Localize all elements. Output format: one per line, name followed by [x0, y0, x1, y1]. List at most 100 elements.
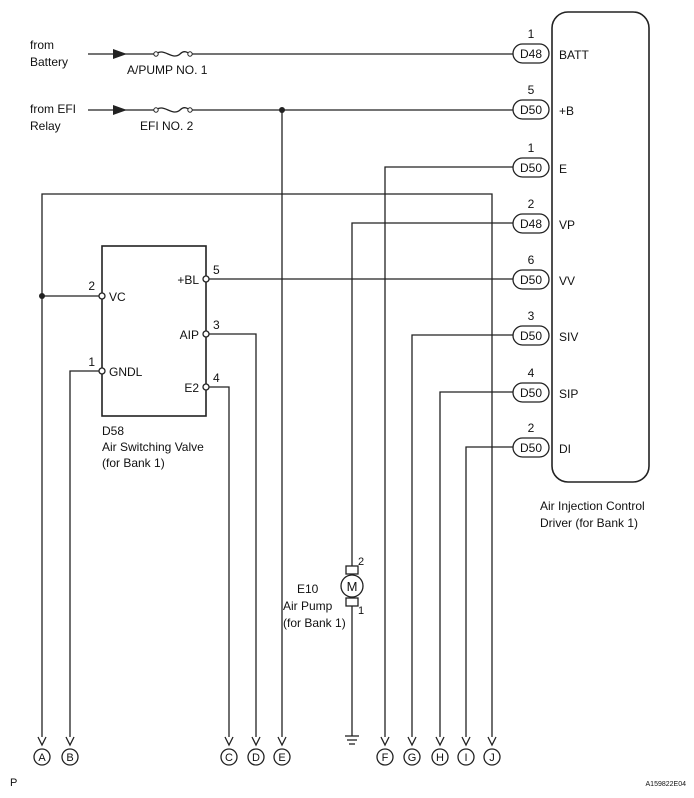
valve-pin-name: E2 — [184, 381, 199, 395]
driver-pin-number: 4 — [528, 366, 535, 380]
valve-pin-number: 3 — [213, 318, 220, 332]
wire-efi-b — [88, 107, 513, 113]
valve-pin-name: VC — [109, 290, 126, 304]
fuse-terminal-icon — [153, 51, 159, 57]
driver-pin-number: 2 — [528, 197, 535, 211]
terminal-letter: E — [278, 752, 285, 764]
terminal-letter: I — [464, 752, 467, 764]
valve-pin-name: +BL — [177, 273, 199, 287]
terminal-letter: C — [225, 752, 233, 764]
driver-pin-di: 2 D50 DI — [512, 421, 571, 458]
pump-pin-bottom: 1 — [358, 605, 364, 617]
terminal-f: F — [376, 736, 394, 766]
driver-pin-number: 1 — [528, 141, 535, 155]
pump-label-line2: (for Bank 1) — [283, 616, 346, 630]
fuse-terminal-icon — [187, 107, 193, 113]
driver-pin-vp: 2 D48 VP — [512, 197, 575, 234]
driver-pin-siv: 3 D50 SIV — [512, 309, 578, 346]
pump-pin-top: 2 — [358, 556, 364, 568]
pump-code: E10 — [297, 582, 319, 596]
terminal-i: I — [457, 736, 475, 766]
wire-battery-batt — [88, 51, 513, 57]
pin-circle — [202, 330, 210, 338]
pin-circle — [202, 275, 210, 283]
terminal-e: E — [273, 736, 291, 766]
wire-sip-to-h — [439, 391, 513, 737]
driver-pin-name: VV — [559, 274, 575, 288]
arrow-icon — [113, 105, 127, 115]
pin-circle — [98, 292, 106, 300]
figure-code: A159822E04 — [646, 781, 687, 788]
valve-pin-number: 2 — [88, 279, 95, 293]
valve-label-line2: (for Bank 1) — [102, 456, 165, 470]
source-efi-line2: Relay — [30, 119, 61, 133]
wire-di-to-i — [465, 446, 513, 737]
fuse-apump-label: A/PUMP NO. 1 — [127, 63, 208, 77]
driver-connector-code: D48 — [520, 47, 542, 61]
terminal-h: H — [431, 736, 449, 766]
driver-pin-number: 3 — [528, 309, 535, 323]
terminal-letter: G — [408, 752, 417, 764]
valve-label-line1: Air Switching Valve — [102, 440, 204, 454]
driver-connector-code: D50 — [520, 103, 542, 117]
wire-a-to-j — [41, 193, 493, 737]
driver-pin-e: 1 D50 E — [512, 141, 567, 178]
driver-connector-code: D48 — [520, 217, 542, 231]
pump-label-line1: Air Pump — [283, 599, 333, 613]
driver-pin-name: SIP — [559, 387, 578, 401]
pin-circle — [98, 367, 106, 375]
driver-pin-name: E — [559, 162, 567, 176]
driver-pin-name: BATT — [559, 48, 589, 62]
motor-icon — [340, 565, 364, 607]
terminal-letter: A — [38, 752, 46, 764]
valve-pin-number: 4 — [213, 371, 220, 385]
arrow-icon — [113, 49, 127, 59]
valve-pin-name: AIP — [180, 328, 199, 342]
terminal-letter: D — [252, 752, 260, 764]
source-battery-line2: Battery — [30, 55, 68, 69]
ground-icon — [345, 735, 359, 745]
terminal-letter: F — [382, 752, 389, 764]
valve-pin-number: 1 — [88, 355, 95, 369]
driver-connector-code: D50 — [520, 161, 542, 175]
valve-pin-number: 5 — [213, 263, 220, 277]
driver-box — [551, 11, 650, 483]
terminal-letter: H — [436, 752, 444, 764]
driver-label-line1: Air Injection Control — [540, 499, 645, 513]
driver-connector-code: D50 — [520, 441, 542, 455]
driver-label-line2: Driver (for Bank 1) — [540, 516, 638, 530]
pin-circle — [202, 383, 210, 391]
wire-e-to-f — [384, 166, 513, 737]
splice-dot — [39, 293, 45, 299]
driver-pin-vv: 6 D50 VV — [512, 253, 575, 290]
driver-pin-number: 1 — [528, 27, 535, 41]
valve-pin-name: GNDL — [109, 365, 143, 379]
wire-siv-to-g — [411, 334, 513, 737]
source-battery-line1: from — [30, 38, 54, 52]
driver-pin-name: VP — [559, 218, 575, 232]
driver-pin-number: 2 — [528, 421, 535, 435]
driver-connector-code: D50 — [520, 273, 542, 287]
valve-code: D58 — [102, 424, 124, 438]
terminal-letter: J — [489, 752, 495, 764]
terminal-c: C — [220, 736, 238, 766]
driver-pin-b: 5 D50 +B — [512, 83, 574, 120]
terminal-a: A — [33, 736, 51, 766]
driver-connector-code: D50 — [520, 386, 542, 400]
wire-vp-to-pump — [351, 222, 513, 566]
source-efi-line1: from EFI — [30, 102, 76, 116]
driver-pin-batt: 1 D48 BATT — [512, 27, 589, 64]
fuse-terminal-icon — [153, 107, 159, 113]
terminal-b: B — [61, 736, 79, 766]
driver-pin-number: 6 — [528, 253, 535, 267]
motor-symbol: M — [347, 579, 358, 594]
driver-connector-code: D50 — [520, 329, 542, 343]
wire-e2-to-c — [206, 386, 230, 737]
driver-pin-name: SIV — [559, 330, 578, 344]
driver-pin-name: +B — [559, 104, 574, 118]
terminal-g: G — [403, 736, 421, 766]
fuse-terminal-icon — [187, 51, 193, 57]
corner-mark-left: P — [10, 777, 17, 789]
terminal-j: J — [483, 736, 501, 766]
